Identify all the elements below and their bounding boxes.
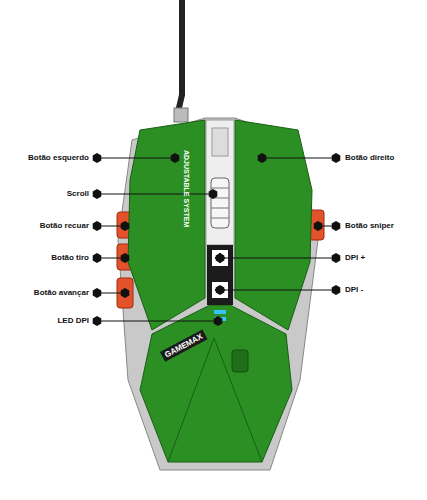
dpi-panel xyxy=(207,245,233,305)
callout-label: Botão recuar xyxy=(40,221,89,231)
callout-label: Botão tiro xyxy=(51,253,89,263)
cable xyxy=(178,0,182,112)
left-button xyxy=(128,120,205,330)
palm-vent xyxy=(232,350,248,372)
mouse-marking: ADJUSTABLE SYSTEM xyxy=(183,150,190,227)
center-strip xyxy=(206,120,234,245)
callout-markers xyxy=(93,153,341,326)
strip-window xyxy=(212,128,228,156)
callout-label: Botão avançar xyxy=(34,288,89,298)
callout-label: DPI + xyxy=(345,253,365,263)
callout-label: DPI - xyxy=(345,285,363,295)
plus-symbol xyxy=(215,253,225,263)
callout-label: LED DPI xyxy=(57,316,89,326)
right-button xyxy=(235,120,312,330)
palm-rest xyxy=(140,305,292,462)
dpi-led xyxy=(214,310,226,314)
scroll-wheel xyxy=(211,178,229,228)
palm-seam xyxy=(168,338,262,462)
callout-label: Botão direito xyxy=(345,153,394,163)
callout-label: Scroll xyxy=(67,189,89,199)
callout-label: Botão sniper xyxy=(345,221,394,231)
callout-label: Botão esquerdo xyxy=(28,153,89,163)
leader-lines xyxy=(97,158,336,321)
mouse-frame xyxy=(118,118,318,470)
cable-guard xyxy=(174,108,188,122)
